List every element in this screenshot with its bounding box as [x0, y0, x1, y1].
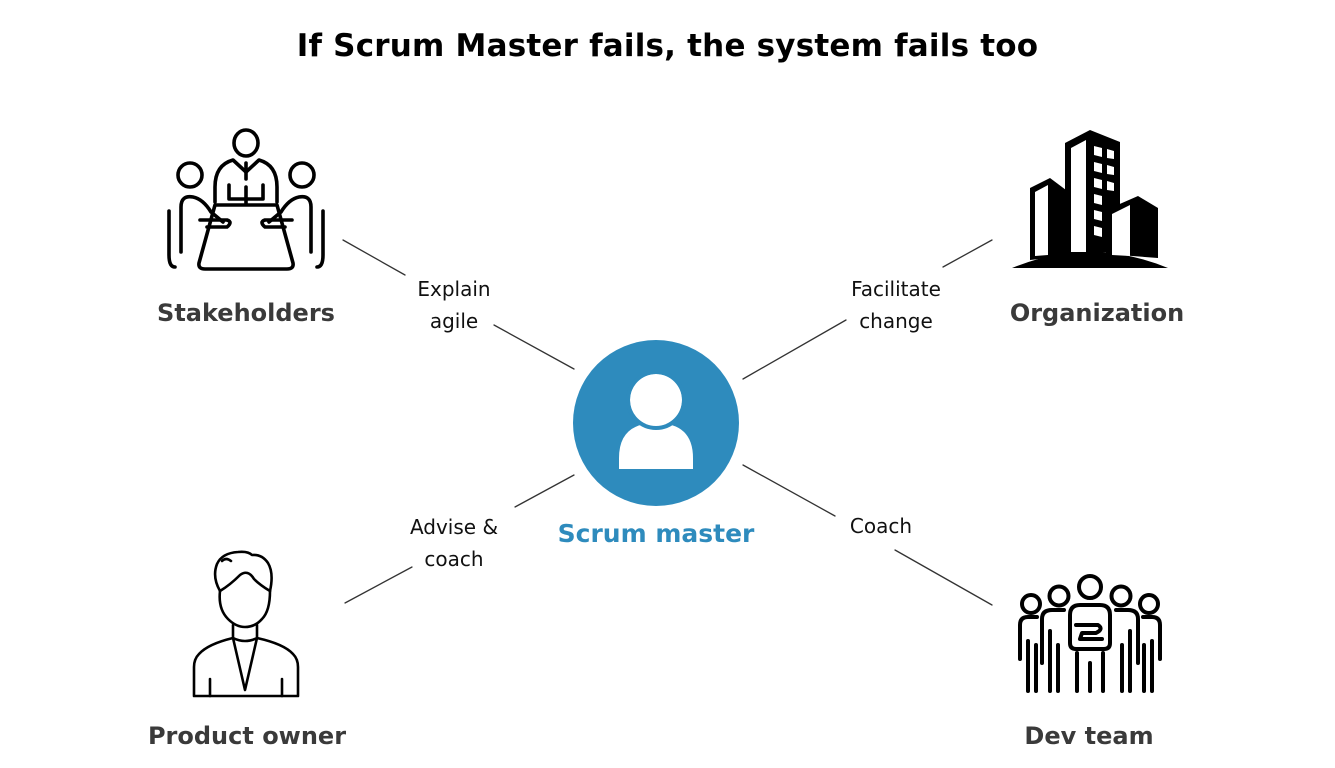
node-label-stakeholders: Stakeholders: [157, 299, 335, 327]
team-icon: [1018, 574, 1162, 693]
node-label-organization: Organization: [1009, 299, 1185, 327]
edge-label-facilitate-change: Facilitate change: [826, 273, 966, 337]
user-icon: [619, 370, 693, 469]
connector-stakeholders-inner: [493, 324, 575, 370]
edge-label-line: change: [859, 309, 933, 333]
connector-product-owner-outer: [344, 566, 413, 604]
connector-product-owner-inner: [514, 474, 575, 508]
scrum-master-circle: [573, 340, 739, 506]
buildings-icon: [1012, 130, 1168, 268]
edge-label-line: Facilitate: [851, 277, 941, 301]
edge-label-coach: Coach: [816, 510, 946, 542]
connector-stakeholders-outer: [342, 239, 406, 276]
edge-label-line: Advise &: [409, 515, 499, 539]
edge-label-line: Coach: [849, 514, 913, 538]
edge-label-line: coach: [424, 547, 484, 571]
connector-organization-outer: [942, 239, 993, 268]
connector-organization-inner: [742, 319, 847, 380]
center-label-scrum-master: Scrum master: [557, 519, 755, 548]
node-label-dev-team: Dev team: [1024, 722, 1154, 750]
edge-label-explain-agile: Explain agile: [389, 273, 519, 337]
person-icon: [192, 550, 300, 698]
node-label-product-owner: Product owner: [147, 722, 347, 750]
edge-label-line: Explain: [417, 277, 491, 301]
edge-label-line: agile: [429, 309, 479, 333]
meeting-table-icon: [167, 128, 325, 271]
edge-label-advise-coach: Advise & coach: [389, 511, 519, 575]
diagram-title: If Scrum Master fails, the system fails …: [296, 28, 1039, 64]
connector-dev-team-inner: [742, 464, 836, 517]
connector-dev-team-outer: [894, 549, 993, 606]
